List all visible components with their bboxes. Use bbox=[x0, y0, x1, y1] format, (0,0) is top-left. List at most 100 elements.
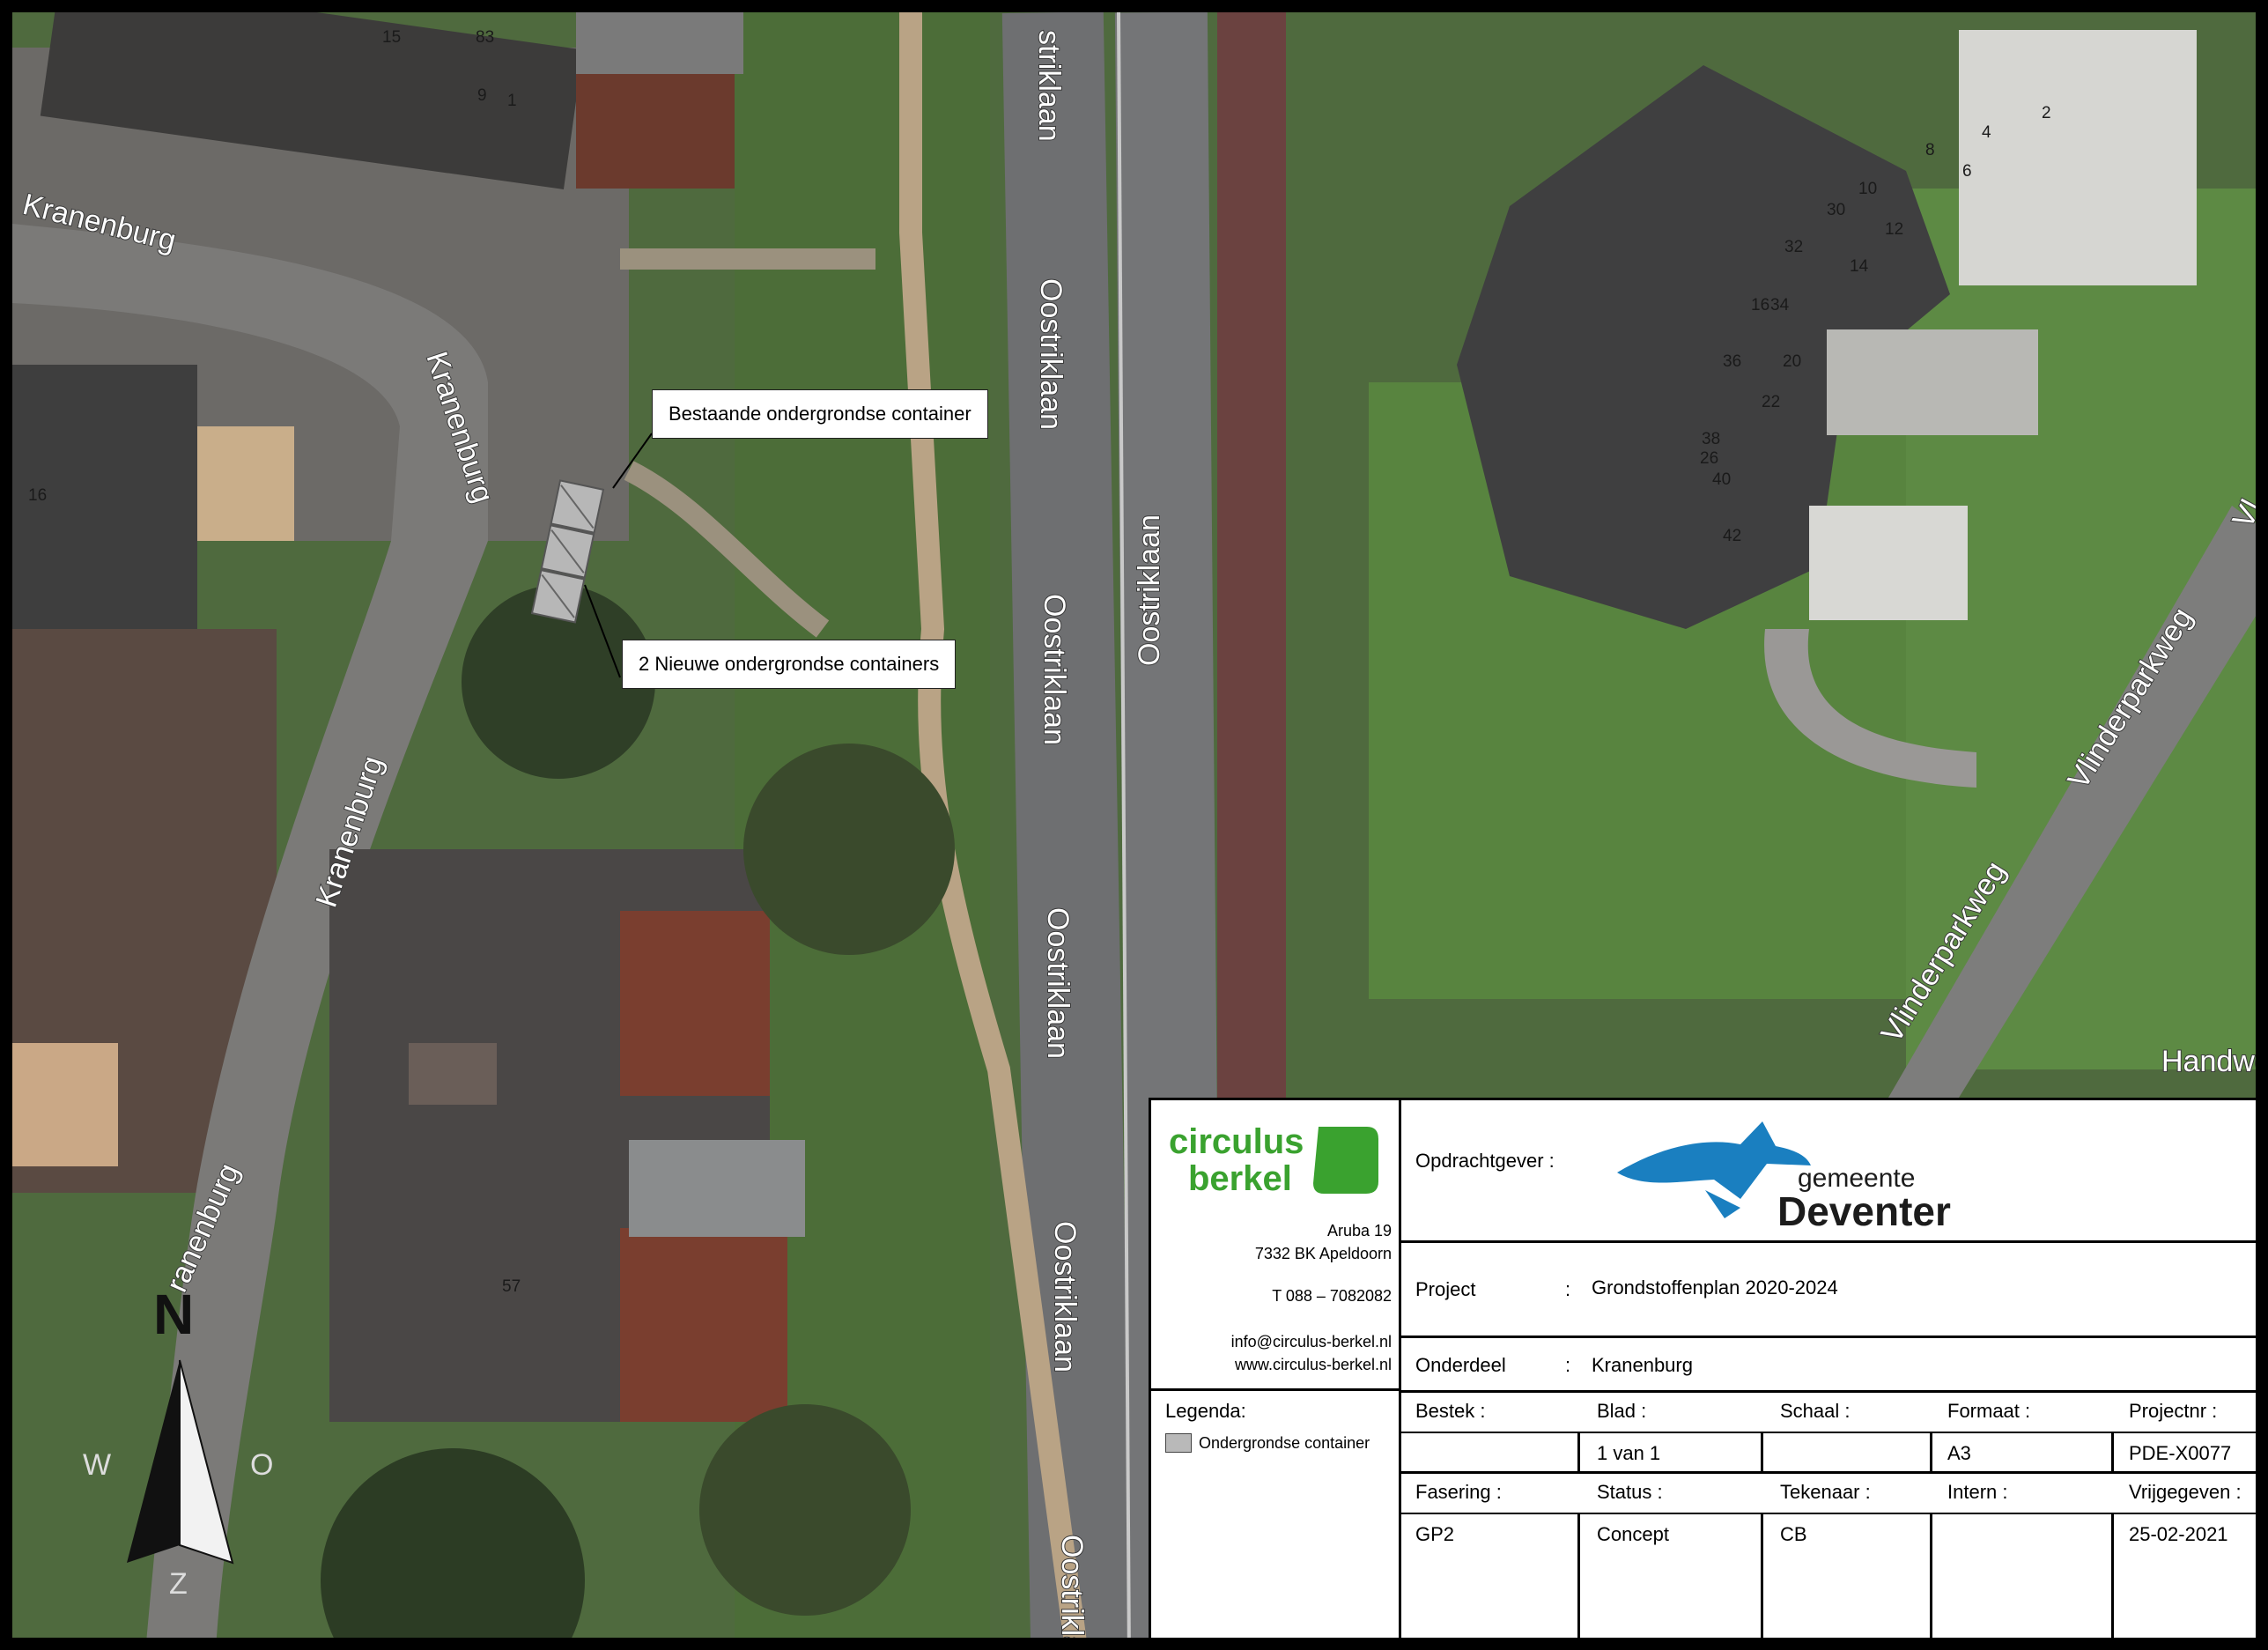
grid-divider bbox=[1761, 1433, 1763, 1474]
deventer-bird-icon bbox=[1617, 1121, 1811, 1199]
compass-w: W bbox=[83, 1448, 111, 1482]
lane-divider bbox=[1117, 12, 1131, 1638]
street-label: Handwerk bbox=[2161, 1045, 2268, 1078]
deventer-bird-tail bbox=[1705, 1190, 1740, 1218]
house-number: 22 bbox=[1762, 393, 1780, 411]
gemeente-deventer-logo: gemeente Deventer bbox=[1617, 1121, 1951, 1234]
house-number: 1 bbox=[507, 92, 517, 110]
circulus-berkel-logo: circulus berkel bbox=[1169, 1122, 1378, 1198]
aerial-map[interactable]: Kranenburg Kranenburg Kranenburg ranenbu… bbox=[12, 12, 2268, 1650]
street-label: Oostriklaan bbox=[1041, 907, 1075, 1059]
house-number: 16 bbox=[1751, 296, 1769, 314]
legend-item-label: Ondergrondse container bbox=[1199, 1433, 1370, 1452]
street-label: Oostriklaan bbox=[1038, 594, 1071, 745]
road-oostriklaan-west bbox=[1001, 12, 1133, 1638]
street-label: Oostrikla bbox=[1055, 1535, 1089, 1650]
grid-divider bbox=[2111, 1514, 2114, 1638]
row-opdrachtgever: Opdrachtgever : gemeente Deventer bbox=[1401, 1100, 2256, 1243]
client-logo-big: Deventer bbox=[1777, 1188, 1951, 1234]
legend-item-container: Ondergrondse container bbox=[1165, 1433, 1370, 1453]
grid-divider bbox=[1930, 1514, 1932, 1638]
value-tekenaar: CB bbox=[1780, 1523, 1807, 1545]
title-block: circulus berkel Aruba 19 7332 BK Apeldoo… bbox=[1149, 1098, 2256, 1638]
company-panel: circulus berkel Aruba 19 7332 BK Apeldoo… bbox=[1151, 1100, 1401, 1638]
house-number: 6 bbox=[1962, 162, 1972, 181]
container-swatch-icon bbox=[1165, 1433, 1192, 1453]
header-intern: Intern : bbox=[1947, 1481, 2008, 1503]
grid-divider bbox=[1577, 1514, 1580, 1638]
header-blad: Blad : bbox=[1597, 1400, 1647, 1422]
row-fasering-values: GP2 Concept CB 25-02-2021 bbox=[1401, 1514, 2256, 1638]
container-group[interactable] bbox=[530, 479, 605, 624]
cycle-path bbox=[1217, 12, 1286, 1105]
house-number: 2 bbox=[2042, 104, 2051, 122]
street-label: striklaan bbox=[1032, 30, 1066, 142]
house-number: 34 bbox=[1770, 296, 1790, 314]
client-logo-small: gemeente bbox=[1798, 1164, 1915, 1193]
onderdeel-label: Onderdeel bbox=[1415, 1354, 1506, 1376]
building-sw-roof bbox=[629, 1140, 805, 1237]
company-website[interactable]: www.circulus-berkel.nl bbox=[1234, 1356, 1392, 1373]
value-formaat: A3 bbox=[1947, 1442, 1971, 1464]
row-fasering-headers: Fasering : Status : Tekenaar : Intern : … bbox=[1401, 1474, 2256, 1514]
row-onderdeel: Onderdeel : Kranenburg bbox=[1401, 1338, 2256, 1393]
leaf-icon bbox=[1313, 1127, 1378, 1194]
building-sw-brick bbox=[620, 911, 770, 1096]
house-number: 16 bbox=[28, 486, 47, 505]
building-nw-roof bbox=[576, 12, 743, 74]
house-number: 57 bbox=[502, 1277, 521, 1296]
driveway-east bbox=[1764, 629, 1976, 788]
container-hatch bbox=[550, 529, 585, 573]
header-status: Status : bbox=[1597, 1481, 1663, 1503]
road-vlinderparkweg bbox=[1888, 506, 2256, 1098]
callout-new-containers: 2 Nieuwe ondergrondse containers bbox=[622, 640, 957, 689]
grid-divider bbox=[2111, 1433, 2114, 1474]
tree bbox=[743, 744, 955, 955]
header-vrijgegeven: Vrijgegeven : bbox=[2129, 1481, 2242, 1503]
legend-title: Legenda: bbox=[1165, 1400, 1246, 1422]
header-projectnr: Projectnr : bbox=[2129, 1400, 2218, 1422]
logo-line-2: berkel bbox=[1188, 1159, 1292, 1198]
houses-w-light bbox=[12, 1043, 118, 1166]
house-number: 38 bbox=[1702, 430, 1720, 448]
house-number: 10 bbox=[1858, 180, 1877, 198]
project-panel: Opdrachtgever : gemeente Deventer Projec… bbox=[1401, 1100, 2256, 1638]
tree bbox=[699, 1404, 911, 1616]
compass-z: Z bbox=[169, 1567, 188, 1598]
footpath-2 bbox=[620, 248, 875, 638]
company-address-1: Aruba 19 bbox=[1326, 1222, 1392, 1239]
company-email[interactable]: info@circulus-berkel.nl bbox=[1230, 1333, 1392, 1350]
tree bbox=[462, 585, 655, 779]
row-bestek-headers: Bestek : Blad : Schaal : Formaat : Proje… bbox=[1401, 1393, 2256, 1433]
project-value: Grondstoffenplan 2020-2024 bbox=[1592, 1276, 1838, 1299]
row-project: Project : Grondstoffenplan 2020-2024 bbox=[1401, 1243, 2256, 1338]
value-vrijgegeven: 25-02-2021 bbox=[2129, 1523, 2228, 1545]
house-number: 12 bbox=[1885, 220, 1903, 239]
house-number: 26 bbox=[1700, 449, 1718, 468]
logo-line-1: circulus bbox=[1169, 1122, 1304, 1161]
legend: Legenda: Ondergrondse container bbox=[1151, 1388, 1399, 1638]
building-east-block bbox=[1827, 329, 2038, 435]
value-fasering: GP2 bbox=[1415, 1523, 1455, 1545]
container-hatch bbox=[541, 573, 575, 618]
house-number: 14 bbox=[1850, 257, 1869, 276]
onderdeel-value: Kranenburg bbox=[1592, 1354, 1693, 1376]
value-status: Concept bbox=[1597, 1523, 1669, 1545]
house-number: 15 bbox=[382, 28, 401, 47]
header-tekenaar: Tekenaar : bbox=[1780, 1481, 1871, 1503]
building-sw-shaft bbox=[409, 1043, 497, 1105]
tree bbox=[321, 1448, 585, 1638]
header-bestek: Bestek : bbox=[1415, 1400, 1486, 1422]
north-arrow-left-half bbox=[127, 1360, 180, 1563]
house-number: 9 bbox=[477, 86, 487, 105]
callout-leader-existing bbox=[612, 433, 653, 489]
house-number: 42 bbox=[1723, 527, 1741, 545]
grid-divider bbox=[1577, 1433, 1580, 1474]
building-sw-brick-2 bbox=[620, 1228, 787, 1422]
grid-divider bbox=[1761, 1514, 1763, 1638]
building-east-light bbox=[1959, 30, 2197, 285]
house-number: 30 bbox=[1827, 201, 1845, 219]
scale-label: 10 m bbox=[28, 1639, 60, 1650]
street-label: Oostriklaan bbox=[1048, 1221, 1082, 1373]
